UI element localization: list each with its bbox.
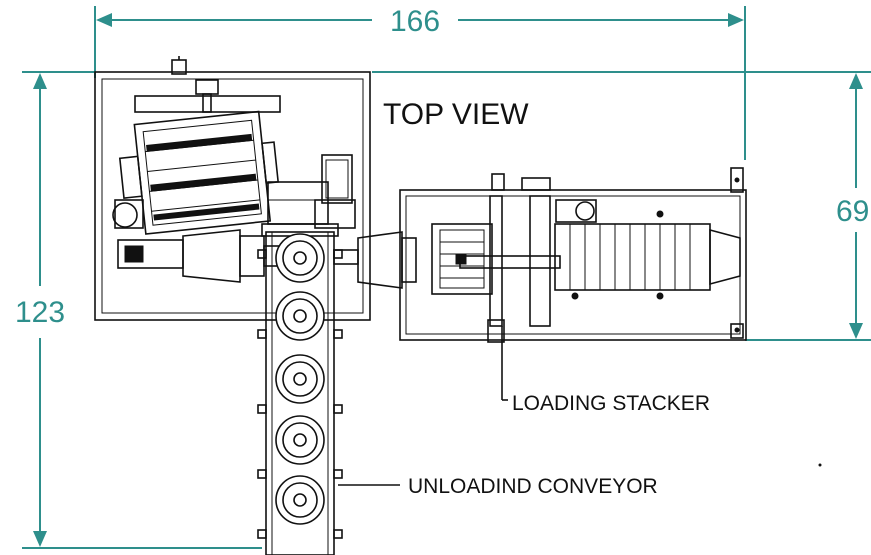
dimension-overall-length-value: 123 — [15, 296, 65, 329]
callout-loading-stacker: LOADING STACKER — [501, 326, 710, 415]
conveyor-roll — [275, 354, 325, 404]
main-machine — [94, 56, 371, 321]
callout-loading-stacker-label: LOADING STACKER — [512, 392, 710, 415]
dimension-overall-width-value: 166 — [390, 5, 440, 38]
dimension-overall-width: 166 — [94, 5, 746, 160]
conveyor-roll — [275, 475, 325, 525]
drawing-title: TOP VIEW — [383, 98, 529, 131]
dimension-stacker-width-value: 69 — [836, 195, 869, 228]
conveyor-roll — [275, 415, 325, 465]
loading-stacker — [399, 167, 747, 343]
conveyor-roll — [275, 291, 325, 341]
callout-unloading-conveyor-label: UNLOADIND CONVEYOR — [408, 475, 658, 498]
dimension-overall-length: 123 — [15, 71, 262, 549]
unloading-conveyor — [257, 231, 343, 555]
transfer-cone — [333, 231, 417, 289]
conveyor-roll — [275, 233, 325, 283]
callout-unloading-conveyor: UNLOADIND CONVEYOR — [338, 475, 658, 498]
dimension-stacker-width: 69 — [372, 71, 871, 341]
